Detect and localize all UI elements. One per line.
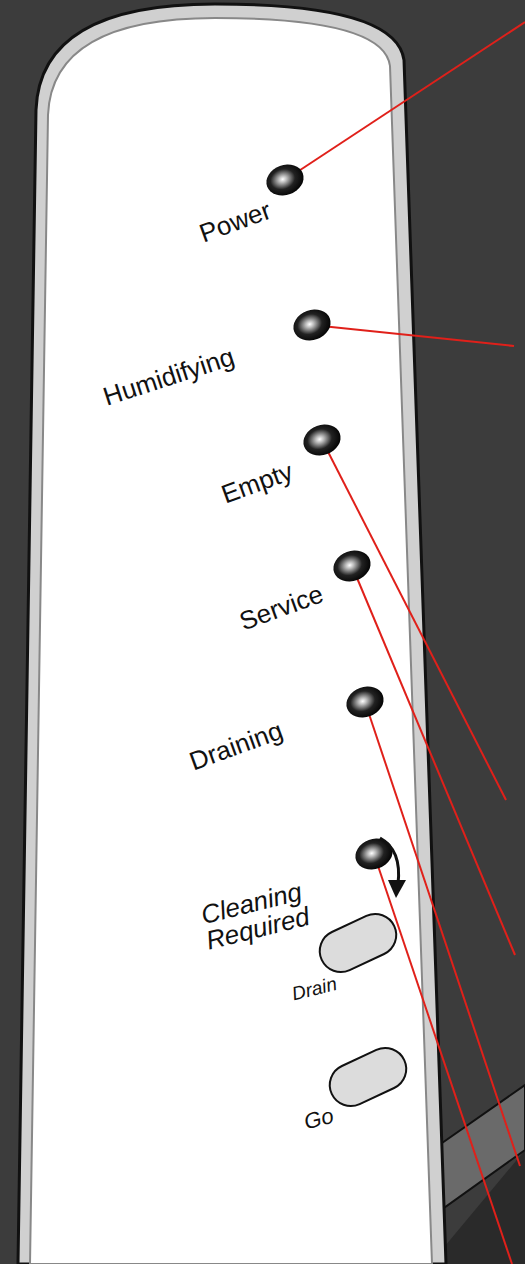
base-band (432, 1085, 525, 1215)
drain-hint-arrow (380, 838, 399, 884)
drain-hint-arrowhead (388, 880, 406, 898)
panel-face (30, 18, 432, 1264)
indicator-leds (262, 159, 397, 874)
panel-bezel (18, 4, 446, 1264)
push-buttons (313, 907, 413, 1113)
leader-lines (285, 22, 525, 1264)
